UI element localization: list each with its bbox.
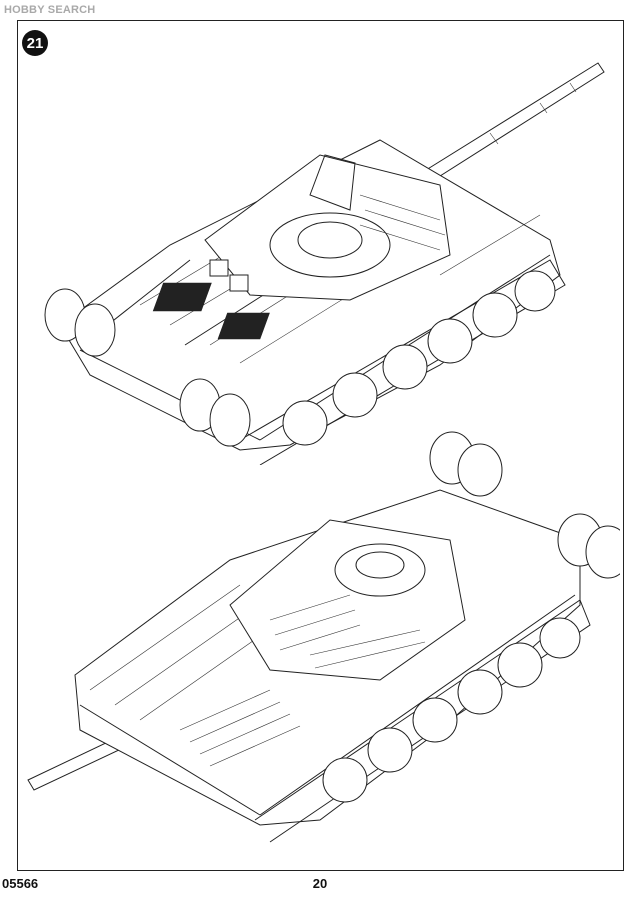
turret: [204, 154, 451, 301]
rear-fuel-drums: [429, 431, 620, 579]
hobby-search-watermark: HOBBY SEARCH: [4, 2, 95, 18]
rear-fuel-drums: [44, 288, 251, 447]
glacis-armour-blocks: [179, 689, 301, 767]
step-number-badge: 21: [22, 30, 48, 56]
watermark-text: HOBBY SEARCH: [4, 4, 96, 16]
side-skirt-blocks: [439, 214, 541, 276]
kit-part-number: 05566: [2, 876, 39, 891]
tracks-and-wheels: [239, 259, 566, 465]
page-frame: [17, 20, 624, 871]
gun-barrel: [409, 62, 605, 191]
tank-front-view-illustration: [27, 431, 620, 843]
tracks-and-wheels: [254, 599, 591, 843]
tank-rear-view-illustration: [44, 62, 605, 465]
page-number: 20: [312, 876, 328, 891]
turret: [229, 519, 466, 681]
